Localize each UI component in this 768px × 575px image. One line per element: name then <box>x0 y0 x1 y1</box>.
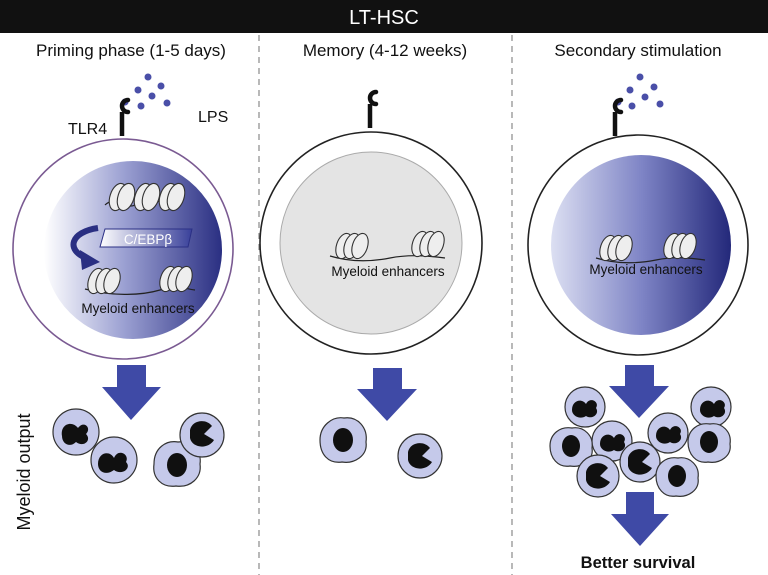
output-arrow-secondary <box>609 365 669 418</box>
monocyte-icon <box>179 412 225 458</box>
nucleus-memory <box>279 151 463 335</box>
neutrophil-icon <box>647 412 689 454</box>
monocyte-icon <box>576 454 620 498</box>
panel-title-priming: Priming phase (1-5 days) <box>36 41 226 60</box>
nucleosomes-bottom-priming <box>84 265 196 295</box>
lps-molecules-priming <box>121 73 171 110</box>
ligand-label: LPS <box>198 109 228 126</box>
neutrophil-icon <box>564 386 606 428</box>
cebpb-label: C/EBPβ <box>124 232 173 247</box>
myeloid-cells-priming <box>52 408 225 487</box>
binding-arrow-icon <box>70 225 100 270</box>
myeloid-cells-secondary <box>549 386 732 498</box>
y-axis-label: Myeloid output <box>14 413 34 530</box>
outcome-label: Better survival <box>581 554 696 572</box>
nucleus-secondary <box>551 155 731 335</box>
monocyte-icon <box>397 433 443 479</box>
monocyte-icon <box>619 441 661 483</box>
panel-title-secondary: Secondary stimulation <box>554 41 721 60</box>
tlr4-receptor-icon <box>119 97 131 136</box>
monocyte-icon <box>655 457 699 497</box>
myeloid-cells-memory <box>319 417 443 479</box>
tlr4-receptor-icon <box>612 97 624 136</box>
lps-molecules-secondary <box>614 73 664 110</box>
neutrophil-icon <box>90 436 138 484</box>
nucleosomes-secondary <box>595 232 706 264</box>
nucleosomes-top-priming <box>104 182 186 212</box>
header-title: LT-HSC <box>349 7 419 29</box>
enhancer-label-memory: Myeloid enhancers <box>331 264 445 279</box>
nucleosomes-memory <box>329 230 446 262</box>
tlr4-receptor-icon <box>367 89 379 128</box>
cebpb-factor <box>99 228 193 248</box>
header-bar <box>0 0 768 33</box>
neutrophil-icon <box>52 408 100 456</box>
enhancer-label-secondary: Myeloid enhancers <box>589 262 703 277</box>
enhancer-label-priming: Myeloid enhancers <box>81 301 195 316</box>
receptor-label: TLR4 <box>68 121 107 138</box>
output-arrow-memory <box>357 368 417 421</box>
panel-title-memory: Memory (4-12 weeks) <box>303 41 467 60</box>
monocyte-icon <box>319 417 367 463</box>
neutrophil-icon <box>591 420 633 462</box>
monocyte-icon <box>549 427 593 467</box>
monocyte-icon <box>687 423 731 463</box>
survival-arrow <box>611 492 669 546</box>
neutrophil-icon <box>690 386 732 428</box>
output-arrow-priming <box>102 365 161 420</box>
